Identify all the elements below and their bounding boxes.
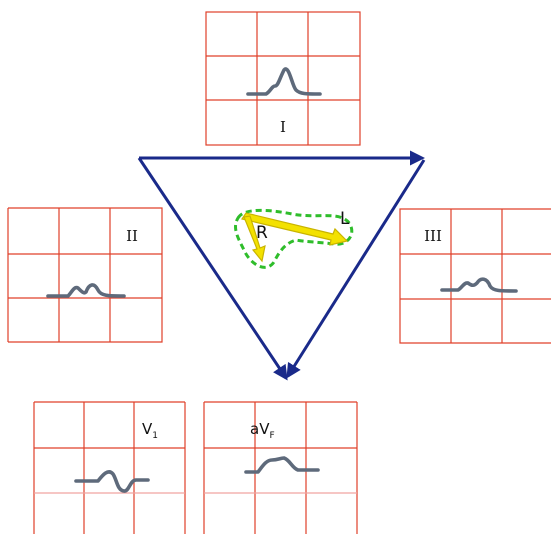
lead-v1-label-sub: 1 (152, 431, 158, 441)
lead-iii-waveform (442, 279, 516, 291)
heart-vector-figure: R L (236, 209, 352, 267)
lead-i-label: I (280, 118, 286, 136)
lead-ii-panel: II (8, 208, 162, 342)
lead-iii-panel: III (400, 209, 551, 343)
lead-avf-label-sub: F (269, 431, 274, 441)
lead-ii-grid (8, 208, 162, 342)
lead-v1-grid (34, 402, 185, 534)
lead-v1-panel: V1 (34, 402, 185, 534)
lead-avf-label: aVF (250, 420, 275, 441)
lead-v1-label: V1 (142, 420, 158, 441)
lead-v1-waveform (76, 472, 148, 491)
lead-avf-grid (204, 402, 357, 534)
lead-i-waveform (248, 69, 320, 94)
lead-iii-label: III (424, 227, 442, 245)
lead-avf-panel: aVF (204, 402, 357, 534)
lead-i-panel: I (206, 12, 360, 145)
heart-label-r: R (256, 223, 268, 243)
einthoven-triangle (139, 158, 424, 378)
lead-iii-grid (400, 209, 551, 343)
lead-avf-label-base: aV (250, 420, 270, 438)
lead-avf-waveform (246, 458, 318, 472)
lead-ii-label: II (126, 227, 138, 245)
heart-label-l: L (340, 209, 350, 229)
